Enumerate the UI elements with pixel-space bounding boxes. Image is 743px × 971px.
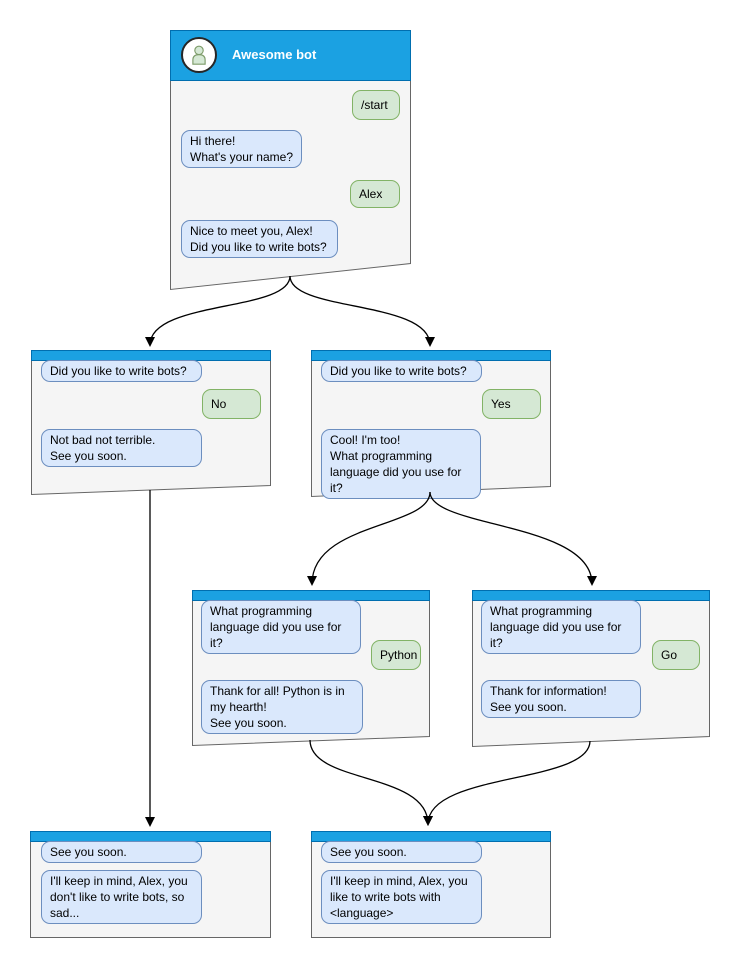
- user-message-bubble: No: [202, 389, 261, 419]
- avatar: [181, 37, 217, 73]
- user-message-bubble: Yes: [482, 389, 541, 419]
- bot-message-bubble: Thank for information! See you soon.: [481, 680, 641, 718]
- chat-window-start: Awesome bot /start Hi there! What's your…: [170, 30, 411, 291]
- chat-window-end-yes: See you soon. I'll keep in mind, Alex, y…: [311, 831, 551, 938]
- edge-python-to-end: [309, 739, 433, 826]
- bot-message-bubble: I'll keep in mind, Alex, you like to wri…: [321, 870, 482, 924]
- bot-message-bubble: Thank for all! Python is in my hearth! S…: [201, 680, 363, 734]
- chat-window-lang-go: What programming language did you use fo…: [472, 590, 710, 748]
- chat-window-answer-yes: Did you like to write bots? Yes Cool! I'…: [311, 350, 551, 499]
- user-message-bubble: Alex: [350, 180, 400, 208]
- bot-message-bubble: See you soon.: [321, 841, 482, 863]
- edge-yes-to-go: [429, 491, 597, 586]
- user-message-bubble: Python: [371, 640, 421, 670]
- bot-message-bubble: Nice to meet you, Alex! Did you like to …: [181, 220, 338, 258]
- window-header: [30, 831, 271, 842]
- edge-go-to-end: [423, 740, 591, 826]
- bot-message-bubble: Not bad not terrible. See you soon.: [41, 429, 202, 467]
- chat-window-lang-python: What programming language did you use fo…: [192, 590, 430, 747]
- window-header: [311, 831, 551, 842]
- bot-message-bubble: Cool! I'm too! What programming language…: [321, 429, 481, 499]
- bot-message-bubble: I'll keep in mind, Alex, you don't like …: [41, 870, 202, 924]
- bot-message-bubble: Did you like to write bots?: [321, 360, 482, 382]
- edge-yes-to-python: [307, 491, 431, 586]
- user-message-bubble: /start: [352, 90, 400, 120]
- chat-window-end-no: See you soon. I'll keep in mind, Alex, y…: [30, 831, 271, 938]
- bot-message-bubble: What programming language did you use fo…: [481, 600, 641, 654]
- chat-window-answer-no: Did you like to write bots? No Not bad n…: [31, 350, 271, 496]
- bot-message-bubble: Hi there! What's your name?: [181, 130, 302, 168]
- window-header: [31, 350, 271, 361]
- bot-message-bubble: Did you like to write bots?: [41, 360, 202, 382]
- window-header: [192, 590, 430, 601]
- bot-title: Awesome bot: [232, 47, 317, 62]
- user-message-bubble: Go: [652, 640, 700, 670]
- window-header: [472, 590, 710, 601]
- bot-message-bubble: What programming language did you use fo…: [201, 600, 361, 654]
- bot-message-bubble: See you soon.: [41, 841, 202, 863]
- window-header: [311, 350, 551, 361]
- person-icon: [192, 45, 206, 65]
